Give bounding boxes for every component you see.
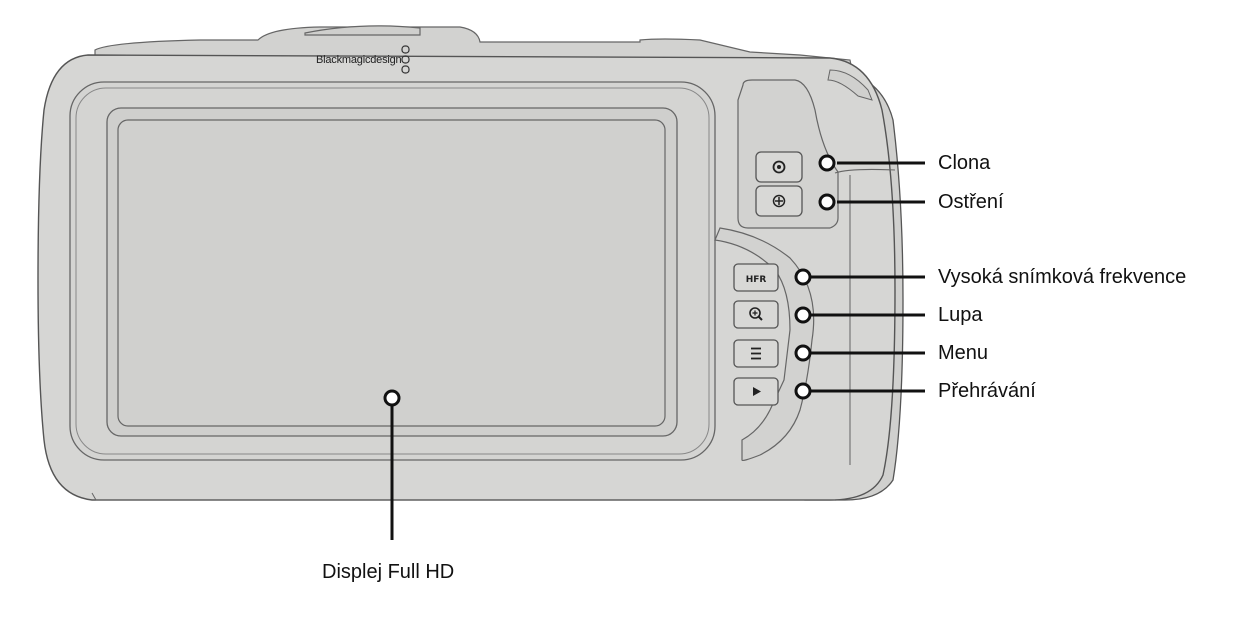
focus-marker [818, 193, 836, 211]
display-screen[interactable] [117, 119, 666, 427]
menu-icon [751, 347, 761, 360]
callout-lines [390, 161, 925, 540]
iris-button[interactable] [755, 151, 803, 183]
display-marker [383, 389, 401, 407]
label-focus: Ostření [938, 191, 1004, 213]
magnifier-plus-icon [749, 307, 763, 321]
playback-marker [794, 382, 812, 400]
brand-logo-mark [401, 45, 410, 74]
focus-icon [772, 194, 786, 208]
menu-marker [794, 344, 812, 362]
focus-button[interactable] [755, 185, 803, 217]
label-menu: Menu [938, 342, 989, 364]
label-iris: Clona [938, 152, 991, 174]
label-display: Displej Full HD [322, 561, 455, 583]
aperture-icon [772, 160, 786, 174]
brand-wordmark: Blackmagicdesign [316, 54, 402, 66]
side-ports [827, 69, 873, 101]
label-hfr: Vysoká snímková frekvence [938, 266, 1187, 288]
hfr-marker [794, 268, 812, 286]
hfr-button[interactable]: HFR [733, 263, 779, 292]
zoom-button[interactable] [733, 300, 779, 329]
label-playback: Přehrávání [938, 380, 1036, 402]
menu-button[interactable] [733, 339, 779, 368]
callout-markers [383, 154, 836, 407]
playback-button[interactable] [733, 377, 779, 406]
hfr-button-label: HFR [746, 275, 767, 285]
iris-marker [818, 154, 836, 172]
play-icon [753, 387, 761, 396]
label-zoom: Lupa [938, 304, 983, 326]
zoom-marker [794, 306, 812, 324]
